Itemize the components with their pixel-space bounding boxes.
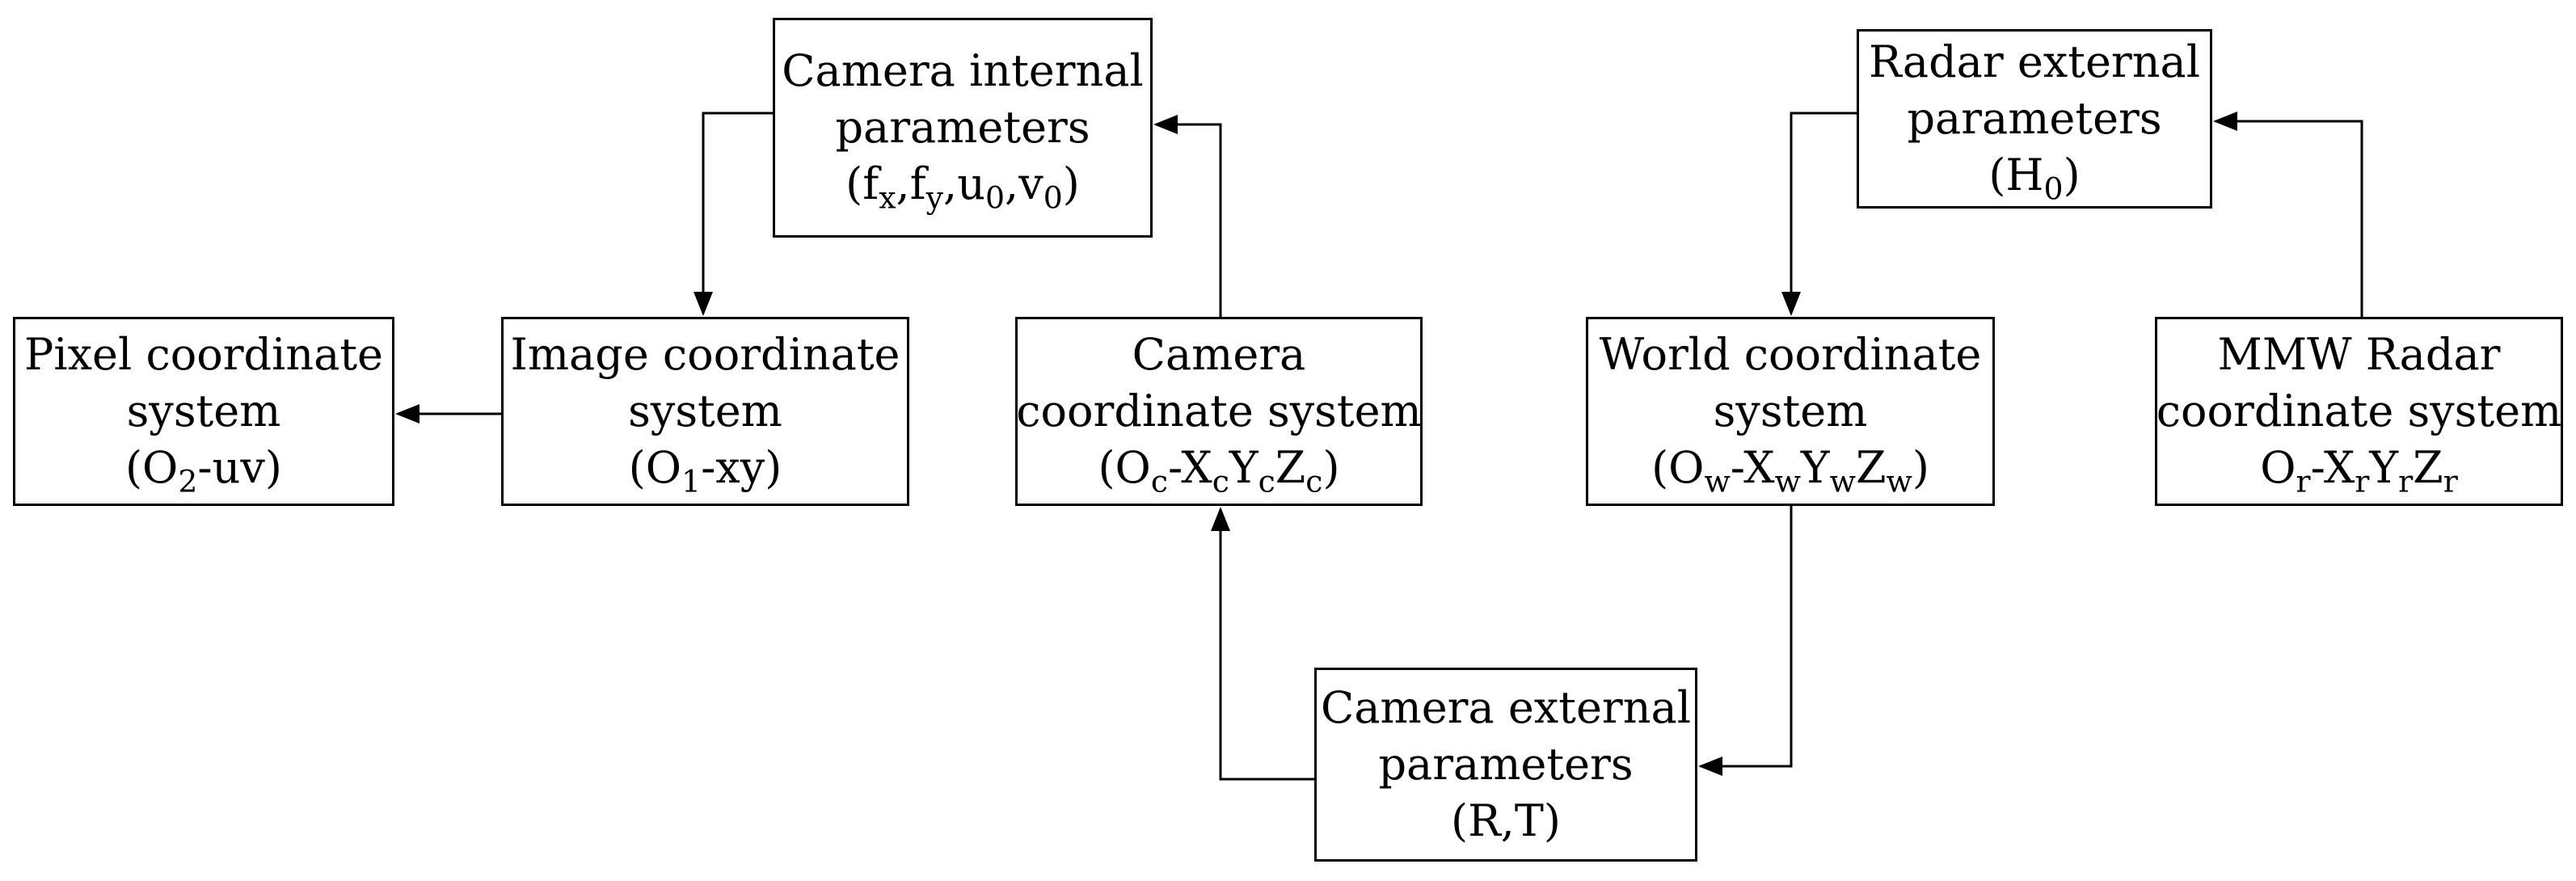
camera-x-label: -X [1167, 442, 1212, 493]
camera-x-subscript: c [1212, 463, 1229, 500]
arrow-mmw-to-radar-external [2213, 112, 2363, 317]
world-line3: (Ow-XwYwZw) [1651, 440, 1929, 496]
radar-external-line3: (H0) [1988, 147, 2080, 204]
v0-subscript: 0 [1043, 179, 1063, 216]
image-coordinate-system-box: Image coordinate system (O1-xy) [501, 317, 909, 506]
mmw-radar-coordinate-system-box: MMW Radar coordinate system Or-XrYrZr [2155, 317, 2563, 506]
radar-origin-subscript: r [2296, 463, 2311, 500]
pixel-origin-subscript: 2 [178, 463, 198, 500]
mmw-line1: MMW Radar [2217, 329, 2501, 380]
radar-y-subscript: r [2398, 463, 2414, 500]
fy-label: ,f [896, 158, 926, 209]
pixel-box-line1: Pixel coordinate [24, 329, 383, 380]
v0-label: ,v [1005, 158, 1043, 209]
radar-external-line1: Radar external [1869, 36, 2200, 87]
u0-label: ,u [943, 158, 985, 209]
image-box-line2: system [628, 386, 782, 436]
world-origin-label: (O [1651, 442, 1705, 493]
fx-label: (f [845, 158, 879, 209]
pixel-axes-label: -uv) [197, 442, 282, 493]
camera-z-subscript: c [1305, 463, 1323, 500]
camera-external-parameters-box: Camera external parameters (R,T) [1314, 668, 1697, 862]
arrow-world-to-camera-external [1698, 506, 1793, 776]
radar-x-label: -X [2310, 442, 2355, 493]
world-line2: system [1713, 386, 1868, 436]
image-origin-label: (O [628, 442, 681, 493]
world-z-label: Z [1855, 442, 1887, 493]
camera-coord-line3: (Oc-XcYcZc) [1098, 440, 1339, 496]
camera-external-line3: (R,T) [1451, 795, 1561, 846]
arrow-radar-external-to-world [1781, 112, 1857, 316]
camera-internal-line2: parameters [835, 102, 1090, 153]
world-x-subscript: w [1774, 463, 1801, 500]
world-y-subscript: w [1829, 463, 1856, 500]
camera-origin-subscript: c [1150, 463, 1168, 500]
pixel-box-line3: (O2-uv) [125, 440, 282, 496]
image-box-line1: Image coordinate [510, 329, 900, 380]
camera-coordinate-system-box: Camera coordinate system (Oc-XcYcZc) [1015, 317, 1423, 506]
fy-subscript: y [925, 179, 944, 216]
world-line1: World coordinate [1599, 329, 1982, 380]
pixel-box-line2: system [126, 386, 281, 436]
h0-close-paren: ) [2063, 150, 2081, 200]
radar-external-parameters-box: Radar external parameters (H0) [1857, 29, 2212, 209]
camera-coord-line1: Camera [1132, 329, 1306, 380]
camera-internal-parameters-box: Camera internal parameters (fx,fy,u0,v0) [773, 18, 1153, 238]
radar-z-subscript: r [2443, 463, 2458, 500]
camera-external-line2: parameters [1378, 739, 1634, 790]
camera-internal-line1: Camera internal [782, 45, 1144, 96]
camera-external-line1: Camera external [1321, 682, 1691, 733]
camera-origin-label: (O [1098, 442, 1151, 493]
mmw-line3: Or-XrYrZr [2260, 440, 2458, 496]
pixel-coordinate-system-box: Pixel coordinate system (O2-uv) [13, 317, 394, 506]
world-coordinate-system-box: World coordinate system (Ow-XwYwZw) [1586, 317, 1995, 506]
world-y-label: Y [1800, 442, 1830, 493]
radar-x-subscript: r [2355, 463, 2370, 500]
camera-z-label: Z [1275, 442, 1306, 493]
h0-subscript: 0 [2043, 171, 2064, 207]
pixel-origin-label: (O [124, 442, 179, 493]
world-close-paren: ) [1912, 442, 1929, 493]
radar-external-line2: parameters [1907, 93, 2162, 144]
radar-y-label: Y [2369, 442, 2399, 493]
camera-coord-close-paren: ) [1322, 442, 1340, 493]
image-axes-label: -xy) [701, 442, 782, 493]
camera-internal-line3: (fx,fy,u0,v0) [845, 156, 1080, 213]
arrow-camera-coord-to-camera-internal [1153, 115, 1222, 317]
world-x-label: -X [1730, 442, 1775, 493]
camera-internal-close-paren: ) [1062, 158, 1080, 209]
fx-subscript: x [879, 179, 896, 216]
world-origin-subscript: w [1704, 463, 1731, 500]
arrow-camera-external-to-camera-coord [1211, 507, 1314, 781]
camera-coord-line2: coordinate system [1016, 386, 1422, 436]
radar-z-label: Z [2413, 442, 2443, 493]
mmw-line2: coordinate system [2156, 386, 2562, 436]
arrow-camera-internal-to-image [694, 112, 773, 316]
radar-origin-label: O [2260, 442, 2296, 493]
image-origin-subscript: 1 [681, 463, 702, 500]
world-z-subscript: w [1886, 463, 1912, 500]
image-box-line3: (O1-xy) [629, 440, 782, 496]
u0-subscript: 0 [984, 179, 1006, 216]
camera-y-subscript: c [1258, 463, 1275, 500]
camera-y-label: Y [1229, 442, 1258, 493]
h0-label: (H [1988, 150, 2044, 200]
